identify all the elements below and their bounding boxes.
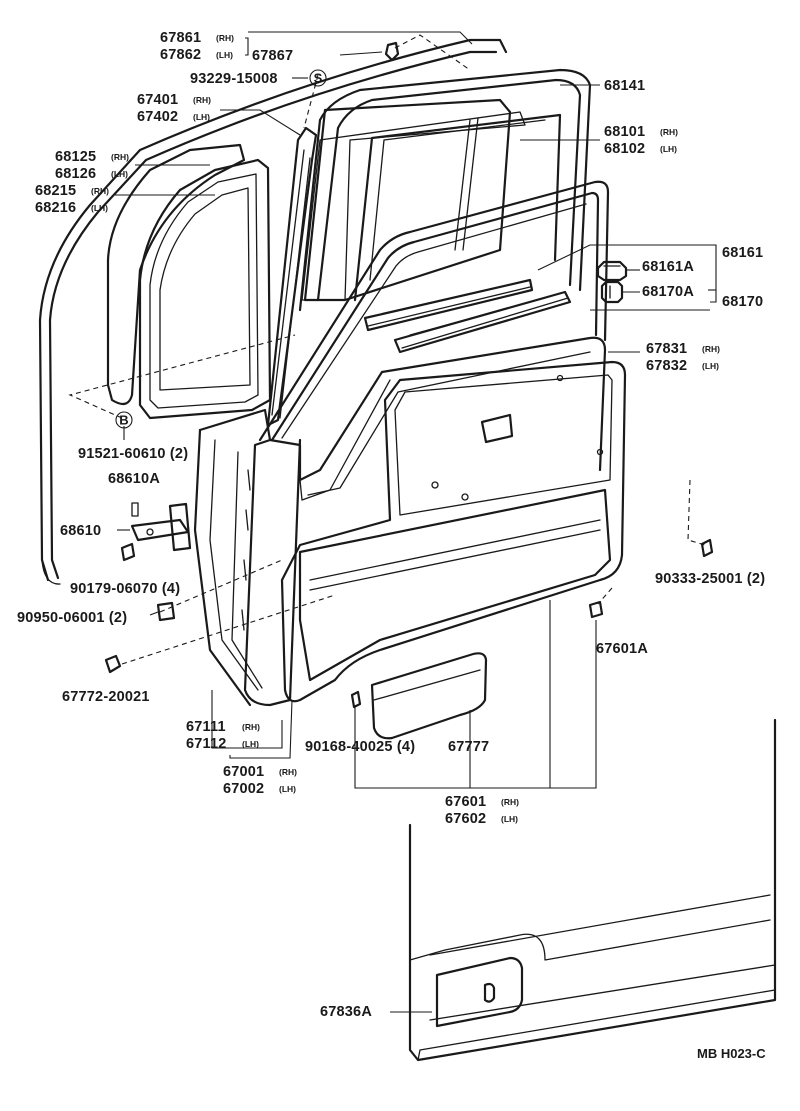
door-check-68610 [120, 502, 192, 562]
label-68125-side: (RH) [111, 152, 129, 162]
label-67401: 67401 [137, 92, 178, 108]
callout-s: S [309, 69, 327, 87]
label-67002: 67002 [223, 781, 264, 797]
label-68101-side: (RH) [660, 127, 678, 137]
label-67402-side: (LH) [193, 112, 210, 122]
label-67002-side: (LH) [279, 784, 296, 794]
label-67112: 67112 [186, 736, 227, 752]
label-67402: 67402 [137, 109, 178, 125]
label-67831: 67831 [646, 341, 687, 357]
label-93229-15008: 93229-15008 [190, 71, 278, 87]
label-67401-side: (RH) [193, 95, 211, 105]
label-68125: 68125 [55, 149, 96, 165]
label-67862: 67862 [160, 47, 201, 63]
label-68610: 68610 [60, 523, 101, 539]
label-67832: 67832 [646, 358, 687, 374]
label-67111-side: (RH) [242, 722, 260, 732]
label-68216-side: (LH) [91, 203, 108, 213]
label-68170a: 68170A [642, 284, 694, 300]
label-67111: 67111 [186, 719, 226, 735]
label-67836a: 67836A [320, 1004, 372, 1020]
body-side-panel [408, 718, 777, 1062]
label-67867: 67867 [252, 48, 293, 64]
label-67601: 67601 [445, 794, 486, 810]
label-68215: 68215 [35, 183, 76, 199]
label-90168-40025: 90168-40025 (4) [305, 739, 415, 755]
label-67831-side: (RH) [702, 344, 720, 354]
diagram-code: MB H023-C [697, 1046, 766, 1061]
label-67001: 67001 [223, 764, 264, 780]
door-weatherstrip-outer [38, 38, 508, 585]
assembly-dashed-lines [68, 34, 706, 665]
label-68102: 68102 [604, 141, 645, 157]
label-68215-side: (RH) [91, 186, 109, 196]
label-67602-side: (LH) [501, 814, 518, 824]
label-67862-side: (LH) [216, 50, 233, 60]
callout-b: B [115, 411, 133, 429]
callout-b-text: B [119, 413, 128, 428]
door-trim-panel [280, 360, 627, 703]
quarter-window-assembly [106, 143, 272, 420]
leader-lines [115, 31, 717, 1013]
label-90179-06070: 90179-06070 (4) [70, 581, 180, 597]
label-67772-20021: 67772-20021 [62, 689, 150, 705]
label-67861: 67861 [160, 30, 201, 46]
label-67602: 67602 [445, 811, 486, 827]
label-90333-25001: 90333-25001 (2) [655, 571, 765, 587]
part-labels: 67861 (RH) 67862 (LH) 67867 93229-15008 … [17, 30, 766, 1061]
label-67777: 67777 [448, 739, 489, 755]
label-68101: 68101 [604, 124, 645, 140]
belt-moulding-inner [393, 290, 572, 354]
glass-run-channel [258, 180, 610, 442]
label-67601-side: (RH) [501, 797, 519, 807]
label-67112-side: (LH) [242, 739, 259, 749]
label-67861-side: (RH) [216, 33, 234, 43]
label-68161a: 68161A [642, 259, 694, 275]
label-68216: 68216 [35, 200, 76, 216]
label-67832-side: (LH) [702, 361, 719, 371]
label-68161: 68161 [722, 245, 763, 261]
door-glass-frame [298, 68, 592, 312]
clip-68170a [600, 280, 624, 304]
label-67601a: 67601A [596, 641, 648, 657]
label-68126-side: (LH) [111, 169, 128, 179]
label-90950-06001: 90950-06001 (2) [17, 610, 127, 626]
clip-68161a [596, 260, 628, 282]
label-91521-60610: 91521-60610 (2) [78, 446, 188, 462]
label-68102-side: (LH) [660, 144, 677, 154]
fasteners [104, 41, 714, 709]
label-67001-side: (RH) [279, 767, 297, 777]
callout-s-text: S [314, 71, 323, 86]
label-68170: 68170 [722, 294, 763, 310]
door-shell [193, 336, 607, 707]
armrest-67777 [370, 652, 488, 740]
belt-moulding-outer [363, 278, 534, 332]
label-68141: 68141 [604, 78, 645, 94]
door-window-glass [303, 98, 512, 302]
label-68126: 68126 [55, 166, 96, 182]
label-68610a: 68610A [108, 471, 160, 487]
